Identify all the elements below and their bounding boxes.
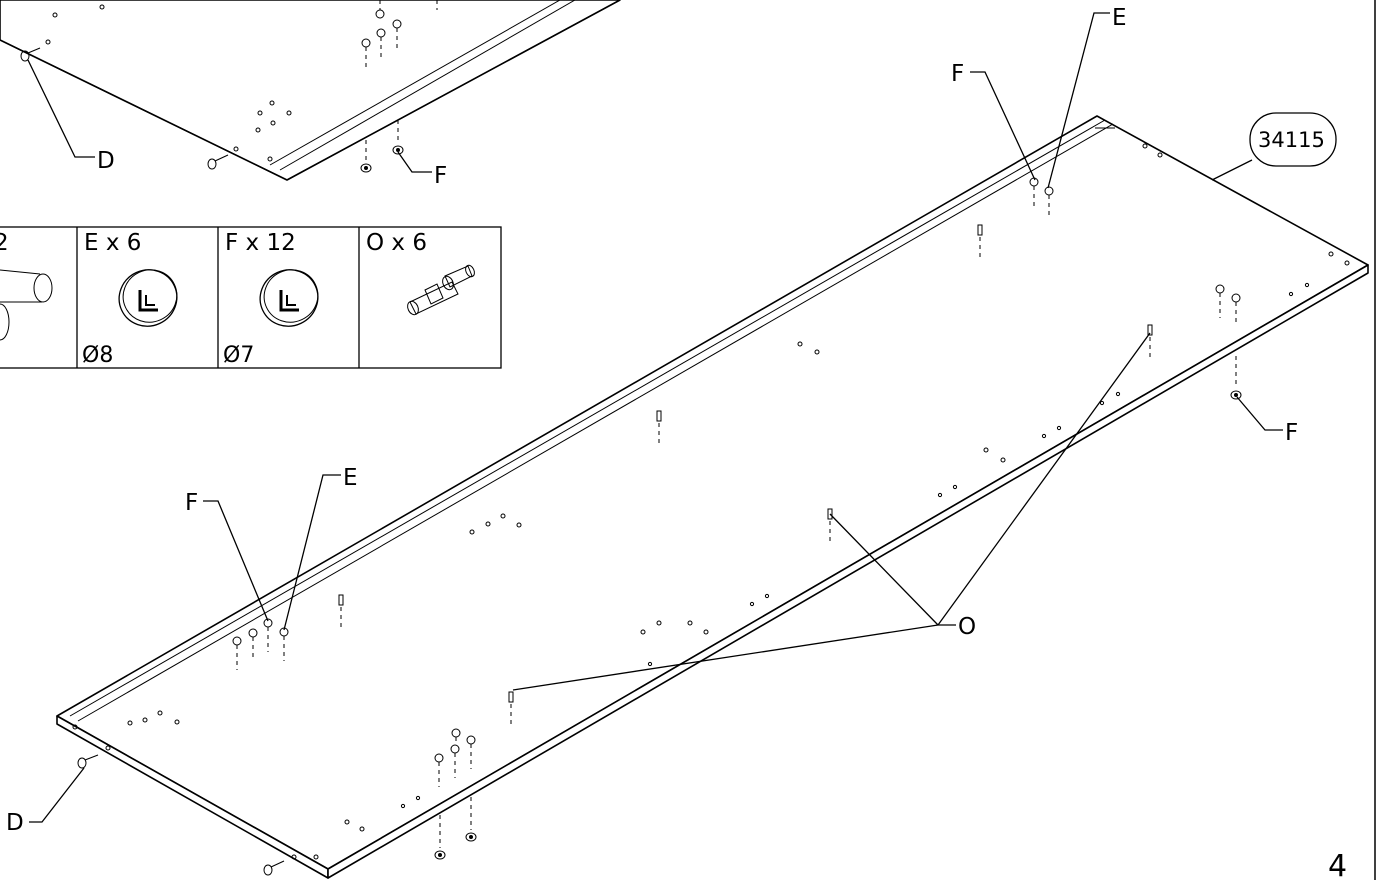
hardware-label-o: O x 6: [366, 230, 427, 256]
hardware-size-f: Ø7: [223, 343, 254, 368]
part-code-callout: 34115: [1211, 112, 1337, 181]
dowel-icon: [77, 754, 285, 876]
cover-cap-icon: [118, 269, 178, 327]
callout-d-bottom: D: [6, 810, 24, 836]
callout-e-right: E: [1112, 5, 1127, 31]
hardware-label-1: 2: [0, 230, 9, 256]
panel-holes: [72, 143, 1350, 860]
main-panel: [56, 115, 1369, 879]
callout-f-right: F: [1285, 420, 1298, 446]
cover-cap-icon: [434, 356, 1242, 860]
callout-e-left: E: [343, 465, 358, 491]
top-panel: D F: [0, 0, 621, 189]
dowel-icon: [0, 269, 53, 341]
connector-pin-icon: [338, 224, 1153, 727]
callout-f-right-top: F: [951, 61, 964, 87]
hardware-label-f: F x 12: [225, 230, 296, 256]
connector-pin-icon: [407, 264, 475, 316]
callout-d-top: D: [97, 148, 115, 174]
callout-f-left: F: [185, 490, 198, 516]
hardware-label-e: E x 6: [84, 230, 141, 256]
callout-o: O: [958, 614, 976, 640]
screw-icon: [361, 0, 438, 68]
screw-icon: [232, 177, 1241, 787]
cover-cap-icon: [360, 120, 404, 173]
cover-cap-icon: [259, 269, 319, 327]
hardware-table: 2 E x 6 Ø8 F x 12 Ø7 O x 6: [0, 226, 502, 369]
callout-f-top: F: [434, 163, 447, 189]
callout-o-leaders: [512, 332, 1151, 691]
part-code: 34115: [1258, 128, 1325, 152]
page-number: 4: [1328, 849, 1347, 880]
dowel-icon: [20, 47, 229, 170]
hardware-size-e: Ø8: [82, 343, 113, 368]
